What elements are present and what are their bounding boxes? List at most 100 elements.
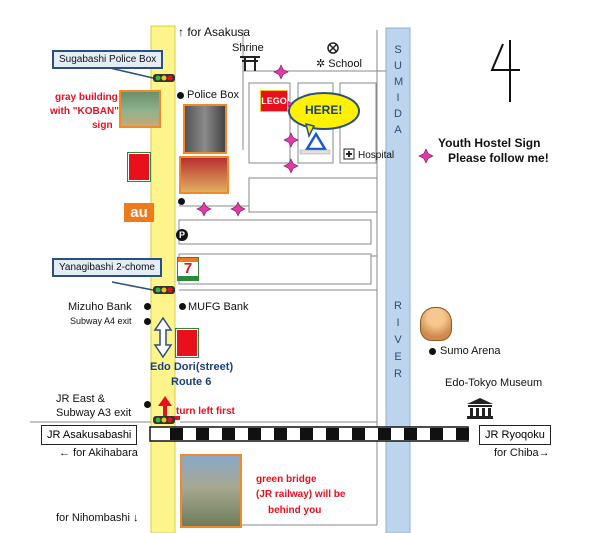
green-bridge-label-2: (JR railway) will be: [256, 489, 346, 500]
poi-dot: [144, 303, 151, 310]
green-bridge-label-1: green bridge: [256, 474, 317, 485]
waypoint-star-icon: [283, 132, 299, 148]
river-letter: I: [396, 317, 400, 329]
sumida-river: [385, 27, 411, 533]
school-text: School: [328, 58, 362, 70]
here-label: HERE!: [305, 103, 343, 117]
compass-north-icon: [490, 40, 520, 102]
river-letter: V: [394, 334, 402, 346]
gray-building-label-2: with "KOBAN": [50, 106, 119, 117]
store-sign-icon: [176, 329, 198, 357]
parking-icon: P: [176, 229, 188, 241]
turn-arrow-icon: [158, 396, 180, 420]
railway-tie: [196, 428, 209, 440]
river-letter: U: [394, 60, 402, 72]
waypoint-star-icon: [196, 201, 212, 217]
block-parking: [178, 219, 372, 245]
restaurant-photo: [179, 156, 229, 194]
river-letter: A: [394, 124, 402, 136]
poi-dot: [144, 401, 151, 408]
turn-left-label: turn left first: [176, 406, 235, 417]
school-label: ✲ School: [316, 58, 362, 71]
block-7eleven: [178, 253, 372, 285]
edo-tokyo-museum-label: Edo-Tokyo Museum: [445, 377, 543, 389]
sugabashi-callout: Sugabashi Police Box: [52, 50, 164, 69]
lego-logo-icon: LEGO: [260, 90, 288, 112]
store-sign-icon: [128, 153, 150, 181]
youth-hostel-label-2: Please follow me!: [448, 151, 549, 165]
railway-tie: [300, 428, 313, 440]
jr-east-label-2: Subway A3 exit: [56, 407, 132, 419]
green-bridge-label-3: behind you: [268, 505, 322, 516]
callout-connector: [111, 281, 154, 291]
shrine-icon: [240, 56, 260, 71]
here-bubble: [288, 92, 360, 139]
river-letter: S: [394, 44, 402, 56]
railway-tie: [170, 428, 183, 440]
au-logo: au: [124, 203, 154, 222]
railway-ties: [170, 428, 469, 440]
for-chiba-label: for Chiba→: [494, 447, 550, 459]
gray-building-label-1: gray building: [55, 92, 118, 103]
for-asakusa-label: ↑ for Asakusa: [178, 25, 251, 39]
edo-dori-label-1: Edo Dori(street): [150, 361, 234, 373]
railway-tie: [326, 428, 339, 440]
waypoint-star-icon: [230, 201, 246, 217]
river-letter: I: [396, 92, 400, 104]
shrine-label: Shrine: [232, 42, 264, 54]
callout-connector: [109, 67, 154, 79]
block-center: [248, 177, 378, 213]
school-icon: [327, 42, 339, 54]
seven-eleven-logo: 7: [177, 257, 199, 281]
museum-icon: [467, 398, 493, 419]
jr-east-label-1: JR East &: [56, 393, 105, 405]
arrow-updown-icon: [153, 316, 173, 359]
sumo-arena-label: Sumo Arena: [440, 345, 501, 357]
poi-dot: [429, 348, 436, 355]
subway-a4-label: Subway A4 exit: [70, 316, 132, 326]
river-letter: R: [394, 368, 402, 380]
traffic-light-icon: [153, 286, 175, 294]
for-nihombashi-label: for Nihombashi ↓: [56, 512, 139, 524]
mufg-bank-label: MUFG Bank: [188, 301, 249, 313]
bridge-photo: [180, 454, 242, 528]
railway-tie: [404, 428, 417, 440]
railway-tie: [378, 428, 391, 440]
railway-tie: [274, 428, 287, 440]
police-box-photo: [183, 104, 227, 154]
railway-tie: [456, 428, 469, 440]
traffic-light-icon: [153, 416, 175, 424]
station-asakusabashi: JR Asakusabashi: [41, 425, 138, 445]
railway-tie: [222, 428, 235, 440]
poi-dot: [177, 92, 184, 99]
poi-dot: [179, 303, 186, 310]
river-letter: M: [394, 76, 404, 88]
yanagibashi-callout: Yanagibashi 2-chome: [52, 258, 162, 277]
warning-triangle-icon: [299, 131, 331, 155]
for-akihabara-label: ← for Akihabara: [59, 447, 138, 459]
river-letter: D: [394, 108, 402, 120]
railway-tie: [352, 428, 365, 440]
edo-dori-label-2: Route 6: [171, 376, 212, 388]
river-name-bottom: R I V E R: [394, 298, 402, 383]
waypoint-star-icon: [418, 148, 434, 164]
poi-dot: [144, 318, 151, 325]
hospital-icon: [343, 148, 355, 160]
gray-building-label-3: sign: [92, 120, 113, 131]
mizuho-bank-label: Mizuho Bank: [68, 301, 132, 313]
koban-photo: [119, 90, 161, 128]
waypoint-star-icon: [283, 158, 299, 174]
police-box-label: Police Box: [187, 89, 239, 101]
river-letter: R: [394, 300, 402, 312]
railway-tie: [430, 428, 443, 440]
river-name-top: S U M I D A: [394, 42, 404, 138]
river-letter: E: [394, 351, 402, 363]
poi-dot: [178, 198, 185, 205]
hospital-label: Hospital: [358, 150, 395, 161]
waypoint-star-icon: [273, 64, 289, 80]
station-ryogoku: JR Ryoqoku: [479, 425, 551, 445]
school-star-icon: ✲: [316, 58, 329, 70]
railway-tie: [248, 428, 261, 440]
